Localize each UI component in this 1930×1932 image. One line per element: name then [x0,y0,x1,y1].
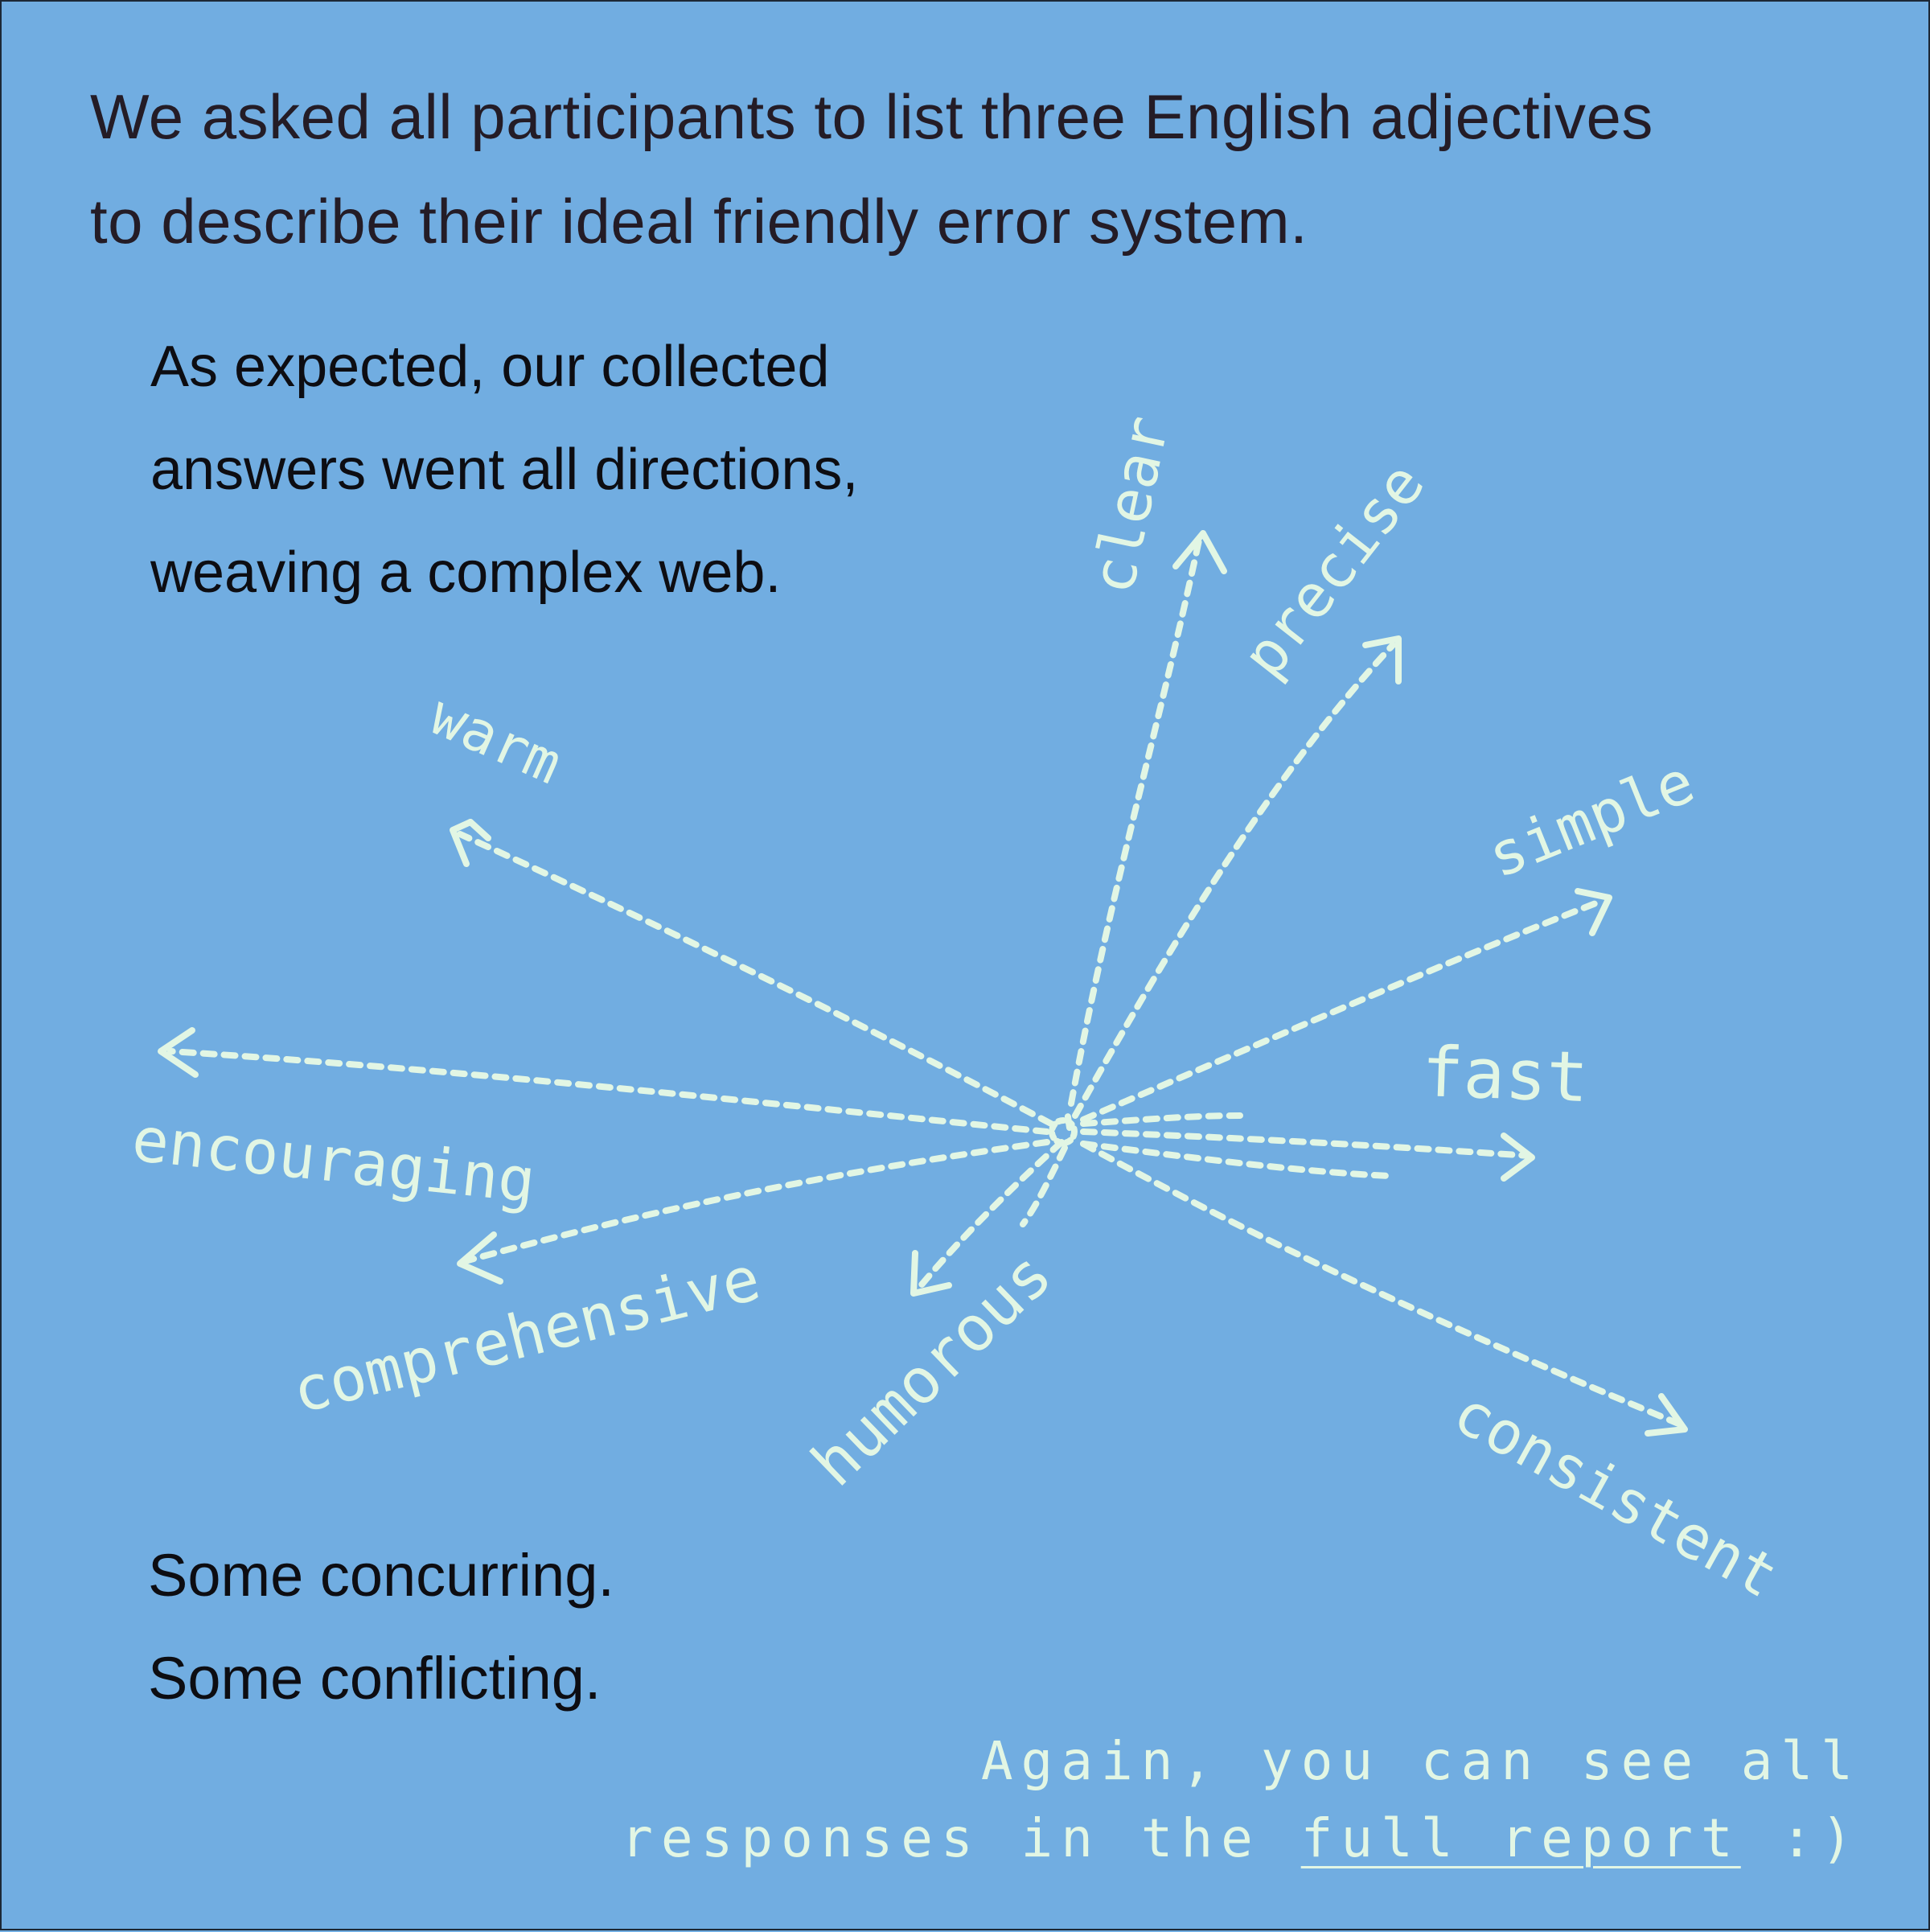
arrow-comprehensive [457,1139,1050,1285]
footer-line-1: Again, you can see all [980,1730,1861,1792]
footer-note: Again, you can see all responses in the … [621,1723,1861,1877]
headline: We asked all participants to list three … [90,64,1875,273]
word-humorous: humorous [799,1239,1066,1501]
word-encouraging: encouraging [129,1103,539,1216]
closing-line-1: Some concurring. [148,1542,614,1609]
word-warm: warm [421,682,571,797]
footer-line-2-prefix: responses in the [621,1807,1261,1869]
lead-line-3: weaving a complex web. [150,541,782,605]
lead-line-2: answers went all directions, [150,438,859,502]
arrow-consistent [1080,1141,1688,1437]
arrow-clear [1064,530,1227,1131]
word-fast: fast [1420,1032,1589,1118]
word-clear: clear [1078,410,1182,600]
footer-line-2: responses in the full report :) [621,1800,1861,1877]
arrow-precise [1072,635,1402,1119]
headline-line-2: to describe their ideal friendly error s… [90,186,1308,257]
arrow-fast [1080,1112,1535,1182]
arrow-simple [1080,888,1612,1123]
lead-paragraph: As expected, our collected answers went … [150,315,858,624]
word-comprehensive: comprehensive [285,1242,767,1427]
lead-line-1: As expected, our collected [150,335,830,399]
word-precise: precise [1229,450,1438,690]
word-simple: simple [1479,747,1704,892]
footer-line-2-suffix: :) [1780,1807,1861,1869]
full-report-link[interactable]: full report [1300,1807,1741,1869]
arrow-warm [450,819,1054,1127]
word-consistent: consistent [1442,1378,1788,1612]
headline-line-1: We asked all participants to list three … [90,81,1653,152]
closing-paragraph: Some concurring. Some conflicting. [148,1524,614,1730]
arrow-encouraging [158,1027,1050,1135]
closing-line-2: Some conflicting. [148,1645,602,1712]
arrow-humorous [910,1139,1068,1297]
